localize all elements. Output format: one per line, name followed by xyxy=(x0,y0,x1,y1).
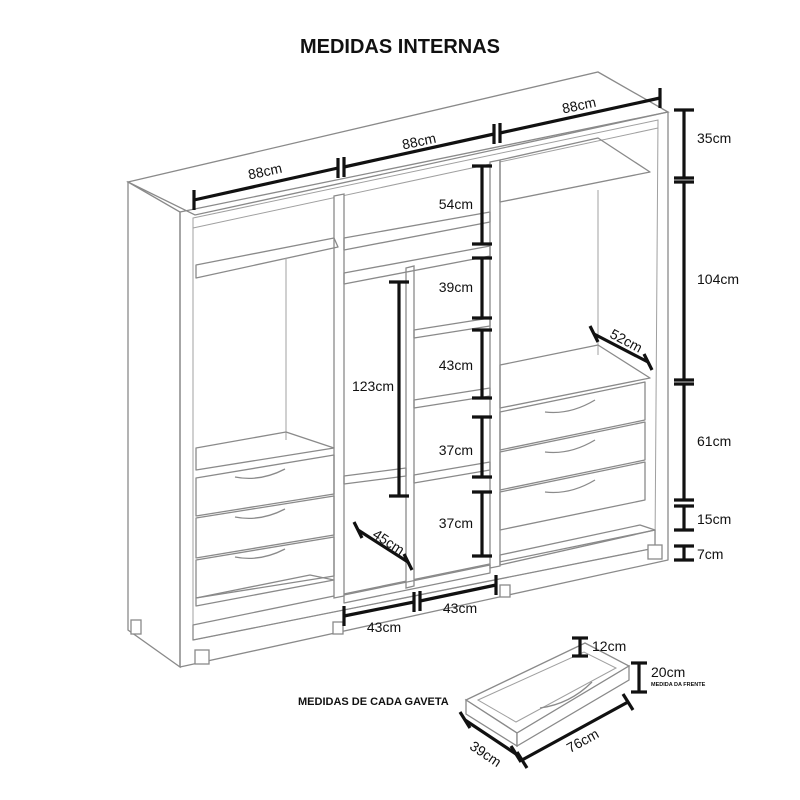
label-hanging: 104cm xyxy=(697,271,739,287)
drawer-detail: MEDIDAS DE CADA GAVETA 12cm 20cm MEDIDA … xyxy=(298,636,706,770)
foot-front-left xyxy=(194,649,210,665)
label-drawer-block: 61cm xyxy=(697,433,731,449)
dim-bottom-right xyxy=(419,583,497,603)
label-shelf-3: 37cm xyxy=(439,442,473,458)
label-middle-hanging: 123cm xyxy=(352,378,394,394)
label-bottom-right: 43cm xyxy=(443,600,477,616)
drawer-inner xyxy=(476,651,618,723)
front-frame xyxy=(179,111,669,668)
left-drawer-2-handle xyxy=(234,508,286,520)
left-drawer-3 xyxy=(195,536,335,599)
right-drawer-2-handle xyxy=(544,439,596,454)
label-top-middle: 88cm xyxy=(401,130,438,153)
front-note: MEDIDA DA FRENTE xyxy=(651,682,706,688)
divider-right xyxy=(489,159,501,569)
middle-shelf-2 xyxy=(413,387,491,409)
drawer-handle xyxy=(539,681,593,709)
right-bottom-shelf xyxy=(499,524,656,566)
diagram-title: MEDIDAS INTERNAS xyxy=(300,36,500,58)
label-depth-middle: 45cm xyxy=(370,526,407,558)
label-upper-shelf: 35cm xyxy=(697,130,731,146)
middle-shelf-1 xyxy=(413,317,491,339)
left-side-panel xyxy=(127,180,181,669)
left-drawer-1-handle xyxy=(234,468,286,480)
middle-low-shelf xyxy=(343,467,407,485)
left-drawer-3-handle xyxy=(234,548,286,560)
dim-drawer-width xyxy=(521,700,629,762)
label-top-right: 88cm xyxy=(561,94,598,117)
label-bottom-left: 43cm xyxy=(367,619,401,635)
dim-top-left xyxy=(193,166,339,202)
right-drawer-3-handle xyxy=(544,479,596,494)
label-shelf-1: 39cm xyxy=(439,279,473,295)
dim-depth-middle xyxy=(357,528,409,564)
label-base: 7cm xyxy=(697,546,723,562)
middle-bottom xyxy=(343,564,491,604)
wardrobe-body xyxy=(126,71,670,669)
dim-drawer-depth xyxy=(464,718,517,756)
label-drawer-width: 76cm xyxy=(564,725,602,756)
left-top-shelf xyxy=(195,237,339,279)
dim-depth-right xyxy=(593,332,649,364)
left-drawer-1 xyxy=(195,454,335,517)
label-drawer-back: 12cm xyxy=(592,638,626,654)
foot-front-right xyxy=(647,544,663,560)
right-top-shelf xyxy=(499,137,651,203)
middle-second-shelf xyxy=(343,245,491,285)
label-drawer-front: 20cm xyxy=(651,664,685,680)
left-drawer-top xyxy=(195,431,335,471)
right-drawer-1-handle xyxy=(544,399,596,414)
dim-bottom-left xyxy=(343,600,415,618)
right-drawer-3 xyxy=(499,461,646,531)
drawer-box-front xyxy=(516,664,630,748)
label-shelf-4: 37cm xyxy=(439,515,473,531)
foot-back-left xyxy=(130,619,142,635)
middle-top-shelf xyxy=(343,211,491,251)
left-bottom-shelf xyxy=(195,574,335,607)
dimension-labels: 88cm 88cm 88cm 35cm 104cm 61cm 15cm 7cm … xyxy=(247,94,739,635)
label-under-drawer: 15cm xyxy=(697,511,731,527)
divider-left xyxy=(333,193,345,599)
right-drawer-2 xyxy=(499,421,646,491)
label-top-left: 88cm xyxy=(247,160,284,183)
dimension-lines xyxy=(192,88,694,626)
label-middle-top-niche: 54cm xyxy=(439,196,473,212)
dim-top-right xyxy=(499,96,661,135)
dim-top-middle xyxy=(343,132,495,169)
right-drawer-top xyxy=(499,344,651,409)
right-drawer-1 xyxy=(499,381,646,451)
divider-middle xyxy=(405,265,415,589)
left-drawer-2 xyxy=(195,495,335,559)
foot-middle-right xyxy=(499,584,511,598)
middle-shelf-3 xyxy=(413,461,491,484)
label-shelf-2: 43cm xyxy=(439,357,473,373)
foot-middle-left xyxy=(332,621,344,635)
drawer-caption: MEDIDAS DE CADA GAVETA xyxy=(298,696,449,708)
